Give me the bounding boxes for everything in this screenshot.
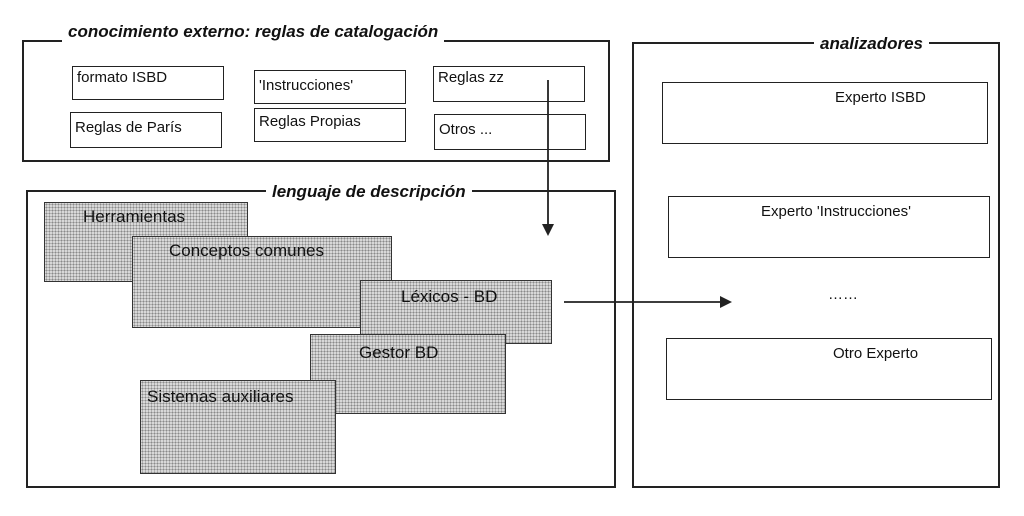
- component-label-herramientas: Herramientas: [83, 207, 186, 226]
- component-label-lexicos-bd: Léxicos - BD: [401, 287, 498, 306]
- expert-label-otro: Otro Experto: [833, 345, 919, 362]
- component-label-conceptos-comunes: Conceptos comunes: [169, 241, 324, 260]
- more-experts-ellipsis: ……: [828, 286, 858, 303]
- component-lexicos-bd: Léxicos - BD: [360, 280, 552, 344]
- rule-box-formato-isbd: formato ISBD: [72, 66, 224, 100]
- component-gestor-bd: Gestor BD: [310, 334, 506, 414]
- expert-box-isbd: Experto ISBD: [662, 82, 988, 144]
- description-language-title: lenguaje de descripción: [266, 182, 472, 202]
- component-label-gestor-bd: Gestor BD: [359, 343, 439, 362]
- rule-box-otros: Otros ...: [434, 114, 586, 150]
- expert-label-instrucciones: Experto 'Instrucciones': [761, 203, 911, 220]
- rule-box-instrucciones: 'Instrucciones': [254, 70, 406, 104]
- component-sistemas-auxiliares: Sistemas auxiliares: [140, 380, 336, 474]
- external-knowledge-title: conocimiento externo: reglas de cataloga…: [62, 22, 445, 42]
- rule-box-reglas-zz: Reglas zz: [433, 66, 585, 102]
- expert-label-isbd: Experto ISBD: [835, 89, 926, 106]
- component-conceptos-comunes: Conceptos comunes: [132, 236, 392, 328]
- expert-box-otro: Otro Experto: [666, 338, 992, 400]
- analyzers-title: analizadores: [814, 34, 929, 54]
- component-label-sistemas-auxiliares: Sistemas auxiliares: [147, 387, 294, 406]
- rule-box-reglas-de-paris: Reglas de París: [70, 112, 222, 148]
- expert-box-instrucciones: Experto 'Instrucciones': [668, 196, 990, 258]
- rule-box-reglas-propias: Reglas Propias: [254, 108, 406, 142]
